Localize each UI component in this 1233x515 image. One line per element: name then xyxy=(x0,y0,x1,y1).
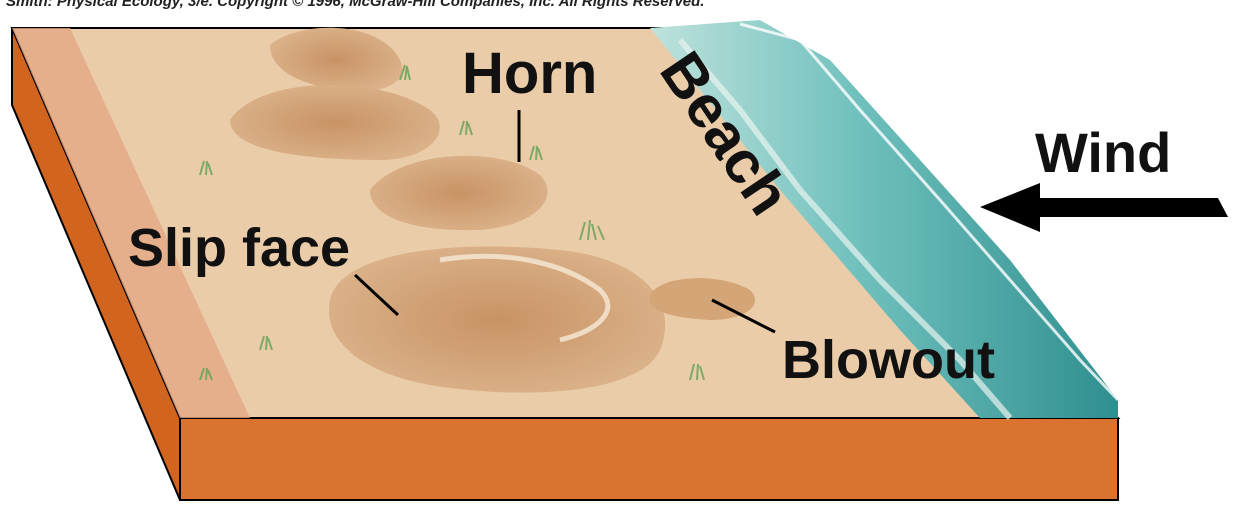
wind-label: Wind xyxy=(1035,121,1171,184)
horn-label: Horn xyxy=(462,41,597,106)
block-front-face xyxy=(180,418,1118,500)
wind-arrow xyxy=(980,183,1228,232)
copyright-text: Smith: Physical Ecology, 3/e. Copyright … xyxy=(6,0,704,10)
blowout-label: Blowout xyxy=(782,330,995,390)
slip-face-label: Slip face xyxy=(128,218,350,278)
